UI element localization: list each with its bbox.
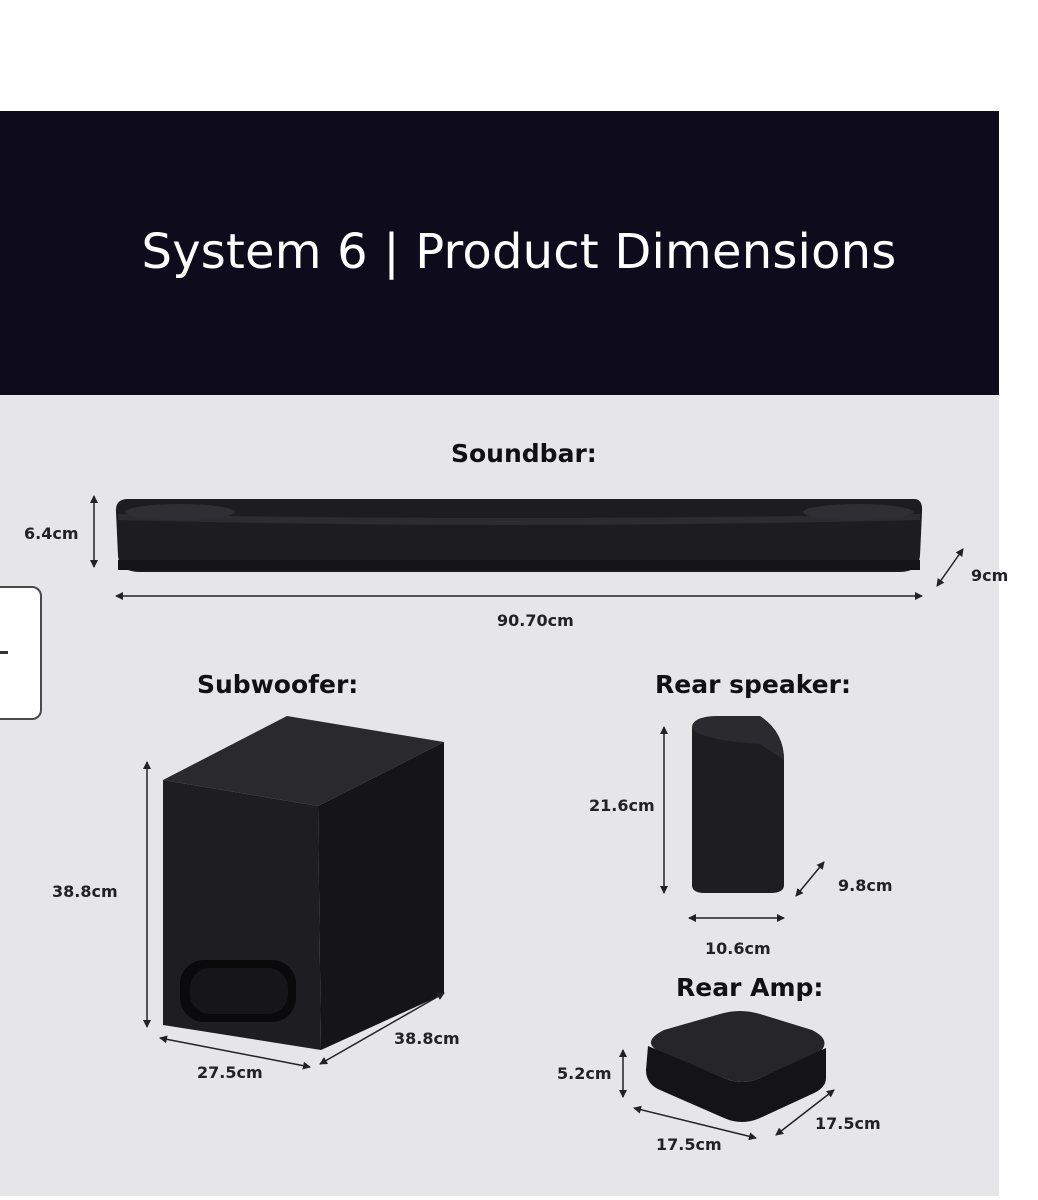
rear-amp-depth-label: 17.5cm: [815, 1114, 881, 1133]
title-banner: System 6 | Product Dimensions: [0, 111, 999, 395]
top-blank-area: [0, 0, 999, 111]
rear-speaker-image: [692, 716, 784, 893]
rear-amp-width-arrow: [633, 1105, 757, 1141]
rear-speaker-width-label: 10.6cm: [705, 939, 771, 958]
rear-speaker-height-label: 21.6cm: [589, 796, 655, 815]
rear-speaker-depth-label: 9.8cm: [838, 876, 893, 895]
subwoofer-heading: Subwoofer:: [197, 670, 359, 699]
rear-speaker-heading: Rear speaker:: [655, 670, 851, 699]
rear-speaker-depth-arrow: [795, 861, 825, 897]
soundbar-image: [115, 499, 923, 572]
subwoofer-height-label: 38.8cm: [52, 882, 118, 901]
soundbar-heading: Soundbar:: [451, 439, 597, 468]
rear-amp-height-label: 5.2cm: [557, 1064, 612, 1083]
subwoofer-depth-label: 38.8cm: [394, 1029, 460, 1048]
rear-amp-image: [646, 1011, 826, 1122]
collapse-tab-icon: [0, 651, 8, 654]
rear-amp-heading: Rear Amp:: [676, 973, 824, 1002]
subwoofer-depth-arrow: [319, 992, 445, 1065]
soundbar-depth-label: 9cm: [971, 566, 1009, 585]
subwoofer-width-arrow: [159, 1035, 311, 1070]
subwoofer-image: [163, 716, 444, 1050]
side-collapse-tab[interactable]: [0, 586, 42, 720]
rear-amp-depth-arrow: [775, 1089, 835, 1136]
product-illustrations: [90, 495, 964, 1141]
subwoofer-width-label: 27.5cm: [197, 1063, 263, 1082]
bottom-edge: [0, 1196, 999, 1200]
soundbar-depth-arrow: [936, 548, 964, 587]
rear-amp-width-label: 17.5cm: [656, 1135, 722, 1154]
soundbar-width-label: 90.70cm: [497, 611, 574, 630]
soundbar-height-label: 6.4cm: [24, 524, 79, 543]
page-title: System 6 | Product Dimensions: [141, 224, 897, 280]
